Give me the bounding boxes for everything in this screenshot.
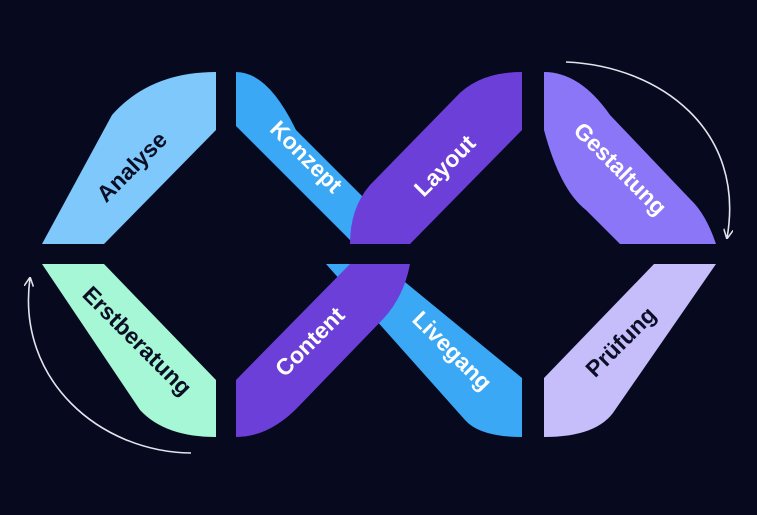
- segment-pruefung: [544, 264, 716, 437]
- arrow-right-loop: [565, 61, 730, 238]
- segment-analyse: [42, 72, 216, 244]
- segment-content: [236, 264, 410, 437]
- segment-gestaltung: [544, 72, 716, 244]
- segment-layout: [350, 72, 522, 244]
- segment-erstberatung: [42, 264, 216, 437]
- arrow-left-loop: [28, 278, 192, 454]
